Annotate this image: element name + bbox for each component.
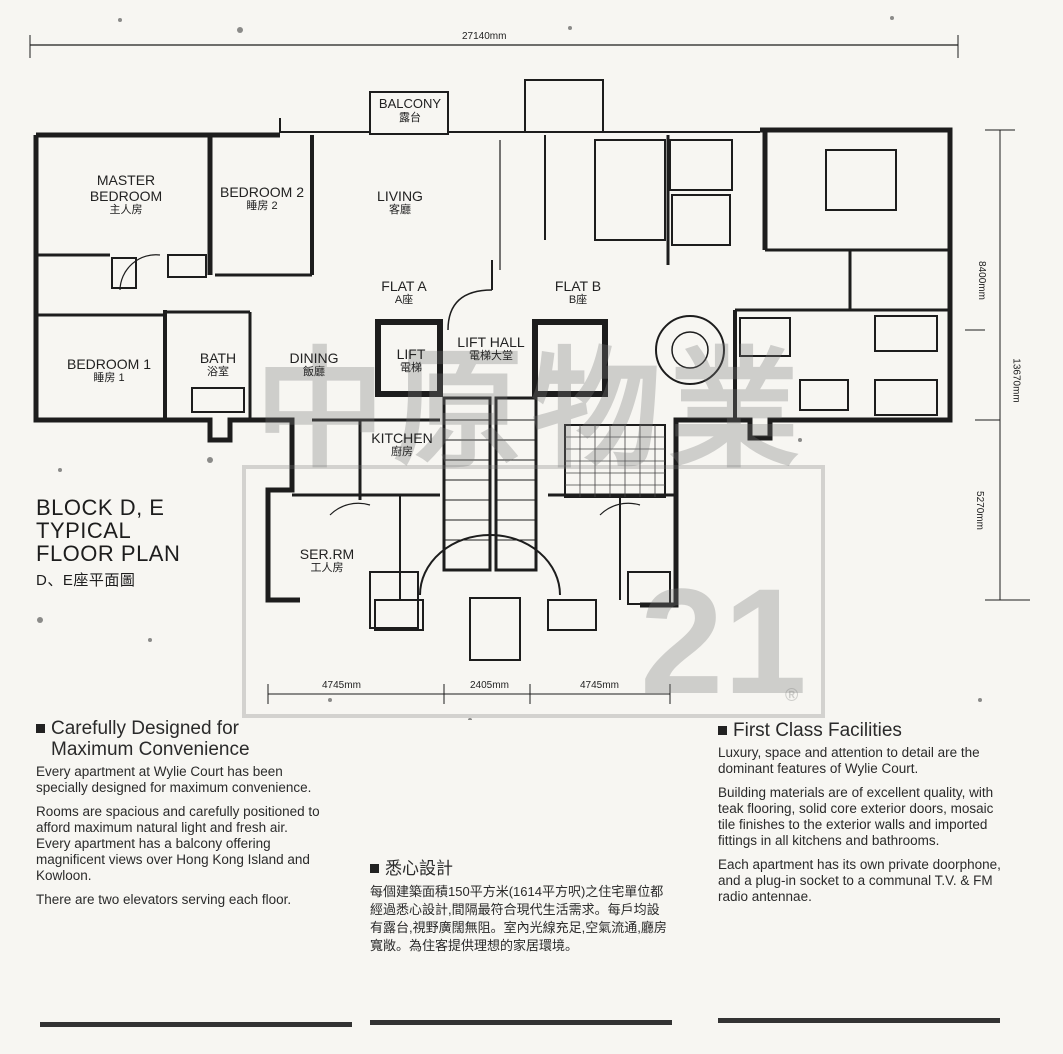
room-balcony-label-cn: 露台 [399,112,421,124]
room-bedroom-1: BEDROOM 1 睡房 1 [56,356,162,384]
plan-title: BLOCK D, E TYPICAL FLOOR PLAN D、E座平面圖 [36,496,180,592]
section-facilities-heading: First Class Facilities [718,720,1010,741]
floor-plan-drawing [29,16,1030,720]
room-master-bedroom-line2: BEDROOM [89,188,163,204]
section-facilities-rule [718,1018,1000,1023]
plan-title-line3: FLOOR PLAN [36,541,181,566]
room-lift-hall: LIFT HALL 電梯大堂 [448,334,534,362]
room-lift-hall-label: LIFT HALL [457,334,525,350]
room-bedroom-2: BEDROOM 2 睡房 2 [212,184,312,212]
watermark-text: 中原物業 [255,337,808,483]
section-facilities-para2: Building materials are of excellent qual… [718,785,994,848]
room-master-bedroom-label-cn: 主人房 [109,204,143,216]
section-design-para3: There are two elevators serving each flo… [36,892,292,907]
dimension-lower-depth: 5270mm [973,491,985,530]
dimension-overall-width: 27140mm [462,31,507,42]
section-design-heading-line2: Maximum Convenience [51,739,250,760]
room-lift-hall-label-cn: 電梯大堂 [469,350,513,362]
room-flat-a-label: FLAT A [381,278,427,294]
section-design-heading-line1: Carefully Designed for [51,718,239,739]
section-facilities-para3: Each apartment has its own private doorp… [718,857,1001,904]
section-facilities-heading-text: First Class Facilities [733,720,902,741]
section-chinese-heading-text: 悉心設計 [385,859,453,878]
room-flat-b-label-cn: B座 [568,294,588,306]
dimension-right-width: 4745mm [580,680,619,691]
section-design-para1: Every apartment at Wylie Court has been … [36,764,312,795]
room-flat-a: FLAT A A座 [362,278,446,306]
room-bedroom-1-label-cn: 睡房 1 [93,372,125,384]
plan-title-line2: TYPICAL [36,518,132,543]
watermark-registered-mark: ® [785,685,799,705]
room-kitchen-label-cn: 廚房 [391,446,413,458]
room-kitchen-label: KITCHEN [371,430,433,446]
bullet-square-icon [718,726,727,735]
bullet-square-icon [36,724,45,733]
room-bath-label: BATH [199,350,237,366]
dimension-center-width: 2405mm [470,680,509,691]
bullet-square-icon [370,864,379,873]
room-flat-b: FLAT B B座 [536,278,620,306]
room-bath: BATH 浴室 [190,350,246,378]
room-balcony-label: BALCONY [378,96,442,111]
room-master-bedroom: MASTER BEDROOM 主人房 [76,172,176,216]
room-flat-b-label: FLAT B [554,278,602,294]
room-lift-label: LIFT [396,346,426,362]
room-lift-label-cn: 電梯 [400,362,422,374]
plan-title-cn: D、E座平面圖 [36,572,136,589]
dimension-total-depth: 13670mm [1010,358,1022,403]
section-facilities: First Class Facilities Luxury, space and… [718,720,1010,913]
section-design: Carefully Designed for Maximum Convenien… [36,718,326,916]
plan-title-line1: BLOCK D, E [36,495,165,520]
room-ser-rm: SER.RM 工人房 [292,546,362,574]
section-facilities-para1: Luxury, space and attention to detail ar… [718,745,980,776]
watermark-frame [242,465,825,718]
room-bedroom-2-label: BEDROOM 2 [219,184,304,200]
room-kitchen: KITCHEN 廚房 [364,430,440,458]
room-living: LIVING 客廳 [364,188,436,216]
room-lift: LIFT 電梯 [388,346,434,374]
room-living-label-cn: 客廳 [389,204,411,216]
room-ser-rm-label: SER.RM [299,546,355,562]
room-living-label: LIVING [377,188,423,204]
section-chinese: 悉心設計 每個建築面積150平方米(1614平方呎)之住宅單位都經過悉心設計,間… [370,858,670,963]
dimension-left-width: 4745mm [322,680,361,691]
room-balcony: BALCONY 露台 [374,96,446,124]
section-design-para2: Rooms are spacious and carefully positio… [36,804,320,883]
section-design-rule [40,1022,352,1027]
section-design-heading: Carefully Designed for Maximum Convenien… [36,718,326,760]
room-flat-a-label-cn: A座 [394,294,414,306]
section-chinese-body: 每個建築面積150平方米(1614平方呎)之住宅單位都經過悉心設計,間隔最符合現… [370,884,667,953]
room-bedroom-2-label-cn: 睡房 2 [246,200,278,212]
section-chinese-rule [370,1020,672,1025]
room-bath-label-cn: 浴室 [207,366,229,378]
room-bedroom-1-label: BEDROOM 1 [66,356,151,372]
section-chinese-heading: 悉心設計 [370,858,670,879]
watermark-number: 21 [640,557,807,725]
room-dining-label-cn: 飯廳 [303,366,325,378]
room-dining-label: DINING [289,350,339,366]
room-dining: DINING 飯廳 [280,350,348,378]
dimension-upper-depth: 8400mm [975,261,987,300]
room-master-bedroom-line1: MASTER [96,172,156,188]
room-ser-rm-label-cn: 工人房 [310,562,344,574]
